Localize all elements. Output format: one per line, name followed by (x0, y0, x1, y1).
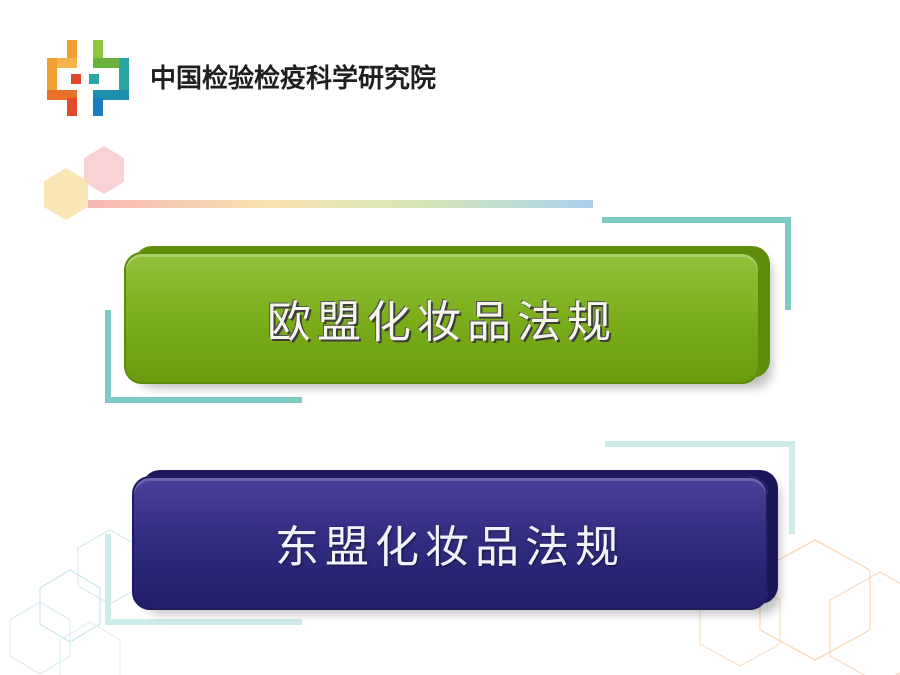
asean-cosmetics-regulation-button[interactable]: 东盟化妆品法规 (132, 476, 768, 610)
institute-logo (47, 40, 129, 116)
eu-frame-decoration (105, 217, 791, 403)
eu-cosmetics-regulation-label: 欧盟化妆品法规 (267, 297, 617, 348)
hexagon-pink (84, 146, 124, 194)
asean-frame-decoration (105, 441, 795, 625)
organization-name: 中国检验检疫科学研究院 (150, 64, 437, 94)
eu-cosmetics-regulation-button[interactable]: 欧盟化妆品法规 (124, 252, 760, 384)
asean-cosmetics-regulation-label: 东盟化妆品法规 (275, 522, 625, 573)
hexagon-yellow (44, 168, 88, 220)
gradient-divider-line (88, 200, 593, 208)
